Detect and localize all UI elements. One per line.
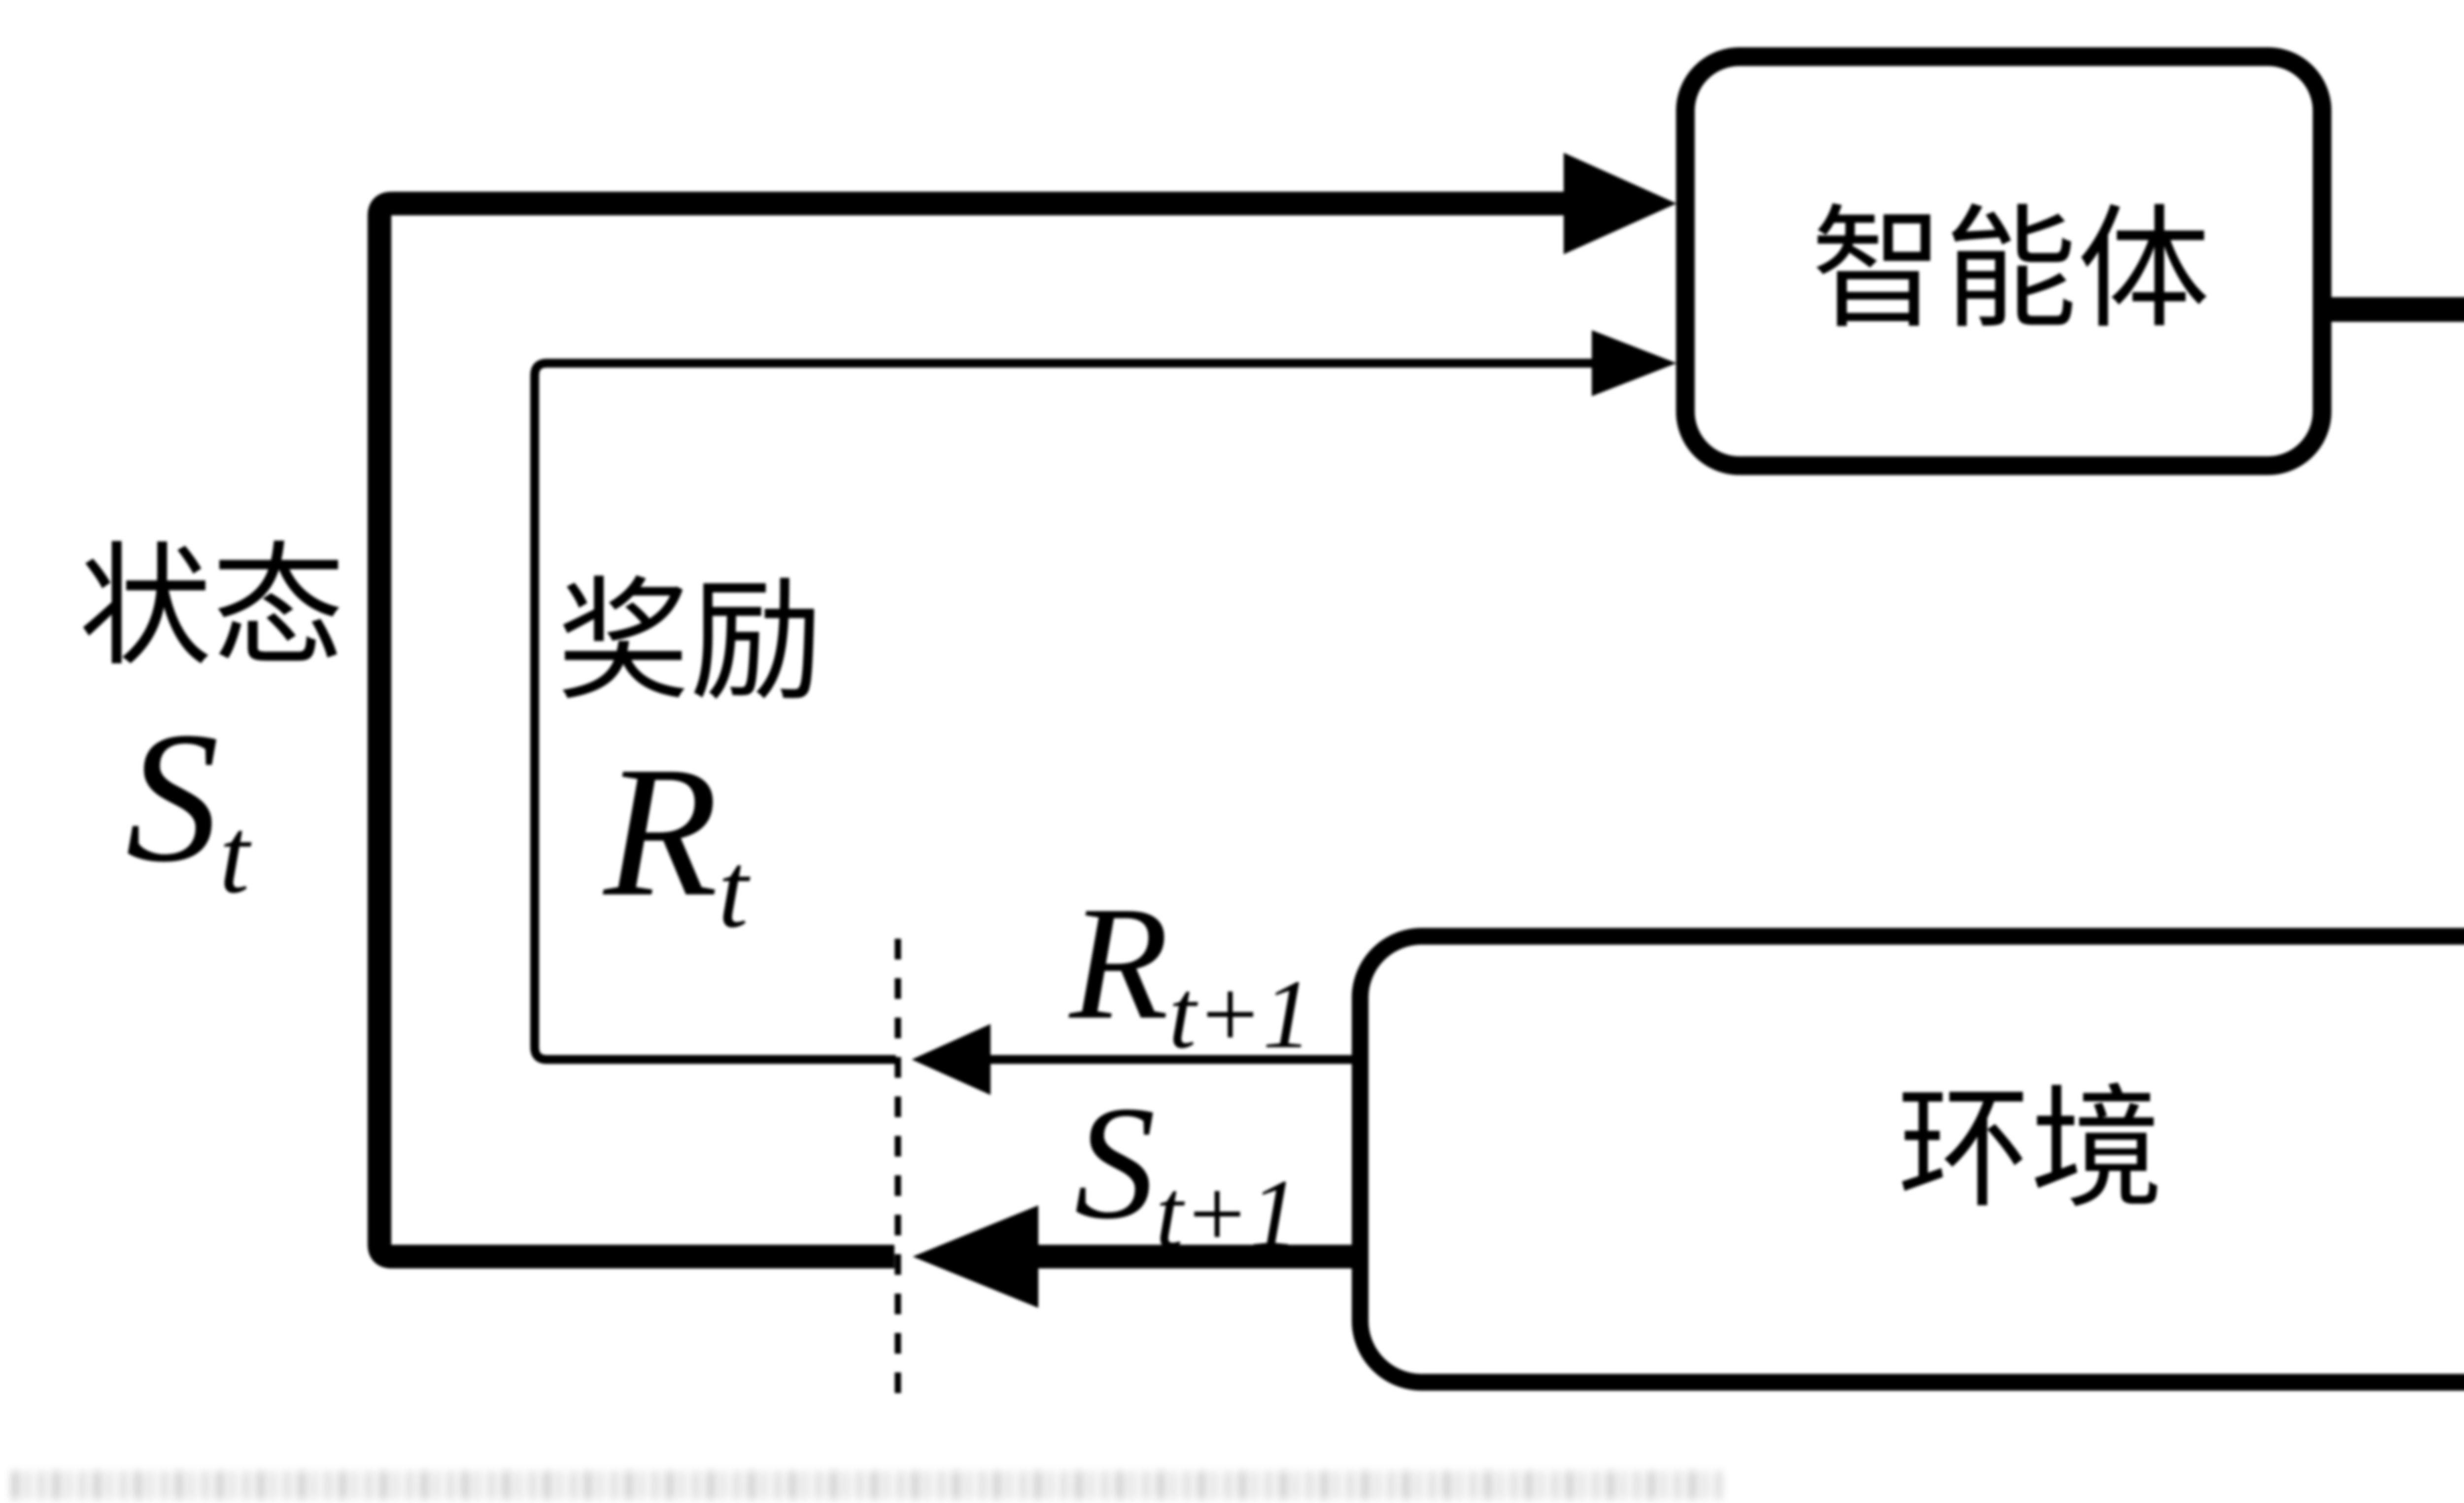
environment-box (1352, 928, 2464, 1391)
state-label-cn: 状态 (79, 535, 345, 682)
environment-label: 环境 (1897, 1077, 2163, 1224)
next-state-symbol-subscript: t+1 (1156, 1160, 1299, 1268)
next-state-symbol: St+1 (1074, 1073, 1299, 1268)
reward-symbol-subscript: t (718, 830, 751, 950)
reward-label-cn: 奖励 (557, 569, 823, 717)
cropped-caption-text-fragment (12, 1471, 1722, 1500)
state-feedback-line (368, 192, 1579, 1268)
next-state-arrowhead (913, 1205, 1038, 1308)
reward-into-agent-arrowhead (1592, 330, 1677, 396)
state-symbol-subscript: t (219, 795, 252, 916)
reward-feedback-line (530, 359, 1604, 1064)
next-reward-arrowhead (912, 1024, 991, 1095)
next-reward-symbol: Rt+1 (1067, 873, 1312, 1069)
agent-box (1676, 47, 2331, 475)
state-into-agent-arrowhead (1564, 153, 1677, 254)
next-reward-symbol-subscript: t+1 (1169, 960, 1312, 1069)
agent-label: 智能体 (1811, 197, 2210, 344)
reward-symbol: Rt (601, 728, 751, 950)
state-symbol: St (126, 693, 252, 916)
state-symbol-main: S (126, 693, 219, 901)
next-reward-symbol-main: R (1067, 873, 1169, 1053)
reward-symbol-main: R (601, 728, 718, 935)
next-state-symbol-main: S (1074, 1073, 1156, 1253)
